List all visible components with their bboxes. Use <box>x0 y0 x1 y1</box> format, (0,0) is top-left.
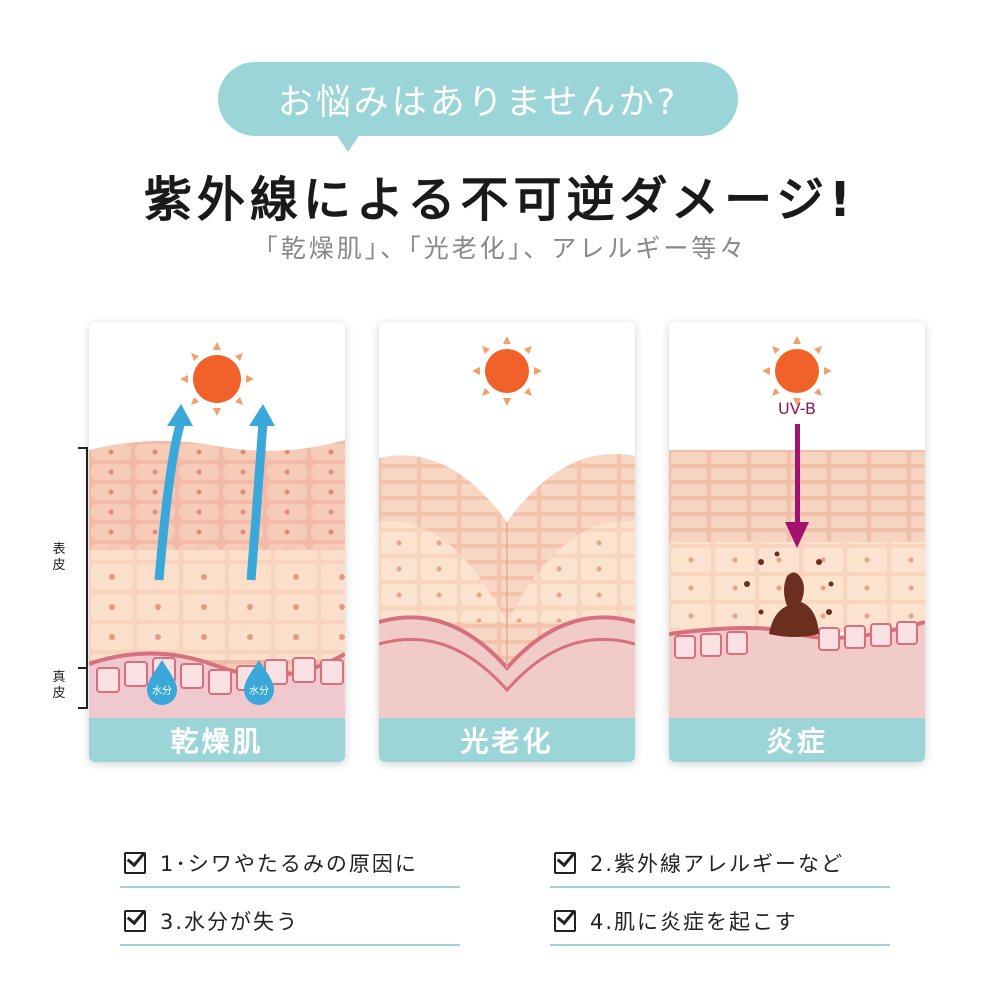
checkbox-checked-icon <box>554 910 576 932</box>
epidermis-label: 表皮 <box>52 542 66 573</box>
checklist-item: 3.水分が失う <box>120 898 460 946</box>
water-drop-icon <box>147 660 274 705</box>
card-label: 光老化 <box>379 718 635 762</box>
checklist-text: 3.水分が失う <box>160 910 300 934</box>
question-bubble: お悩みはありませんか? <box>218 62 738 136</box>
uvb-arrow-icon <box>785 424 809 548</box>
checklist-text: 1･シワやたるみの原因に <box>160 852 418 876</box>
inflammation-spot-icon <box>744 551 834 637</box>
checklist-item: 1･シワやたるみの原因に <box>120 840 460 888</box>
checkbox-checked-icon <box>554 852 576 874</box>
dermis-label: 真皮 <box>52 670 66 701</box>
dry-skin-illustration: 水分 水分 <box>89 342 345 718</box>
epidermis-bracket <box>78 447 88 669</box>
card-label: 炎症 <box>669 718 925 762</box>
evaporation-arrow-icon <box>154 404 275 581</box>
checklist-item: 2.紫外線アレルギーなど <box>550 840 890 888</box>
checklist-item: 4.肌に炎症を起こす <box>550 898 890 946</box>
card-photoaging: 光老化 <box>379 322 635 762</box>
checklist-text: 4.肌に炎症を起こす <box>590 910 798 934</box>
uvb-label: UV-B <box>778 399 816 418</box>
bubble-tail <box>336 134 360 152</box>
dermis-bracket <box>78 667 88 709</box>
inflammation-illustration: UV-B <box>669 336 925 718</box>
checkbox-checked-icon <box>124 852 146 874</box>
water-label: 水分 <box>249 685 269 697</box>
sun-icon <box>472 336 542 406</box>
page-title: 紫外線による不可逆ダメージ! <box>143 172 857 228</box>
page-subtitle: 「乾燥肌」、「光老化」、アレルギー等々 <box>252 234 748 263</box>
sun-icon <box>762 336 832 406</box>
sun-icon <box>180 342 254 416</box>
card-label: 乾燥肌 <box>89 718 345 762</box>
checklist-text: 2.紫外線アレルギーなど <box>590 852 845 876</box>
card-inflammation: UV-B 炎症 <box>669 322 925 762</box>
card-dry-skin: 水分 水分 乾燥肌 <box>89 322 345 762</box>
photoaging-illustration <box>379 336 635 718</box>
question-text: お悩みはありませんか? <box>277 82 679 123</box>
checkbox-checked-icon <box>124 910 146 932</box>
water-label: 水分 <box>152 685 172 697</box>
